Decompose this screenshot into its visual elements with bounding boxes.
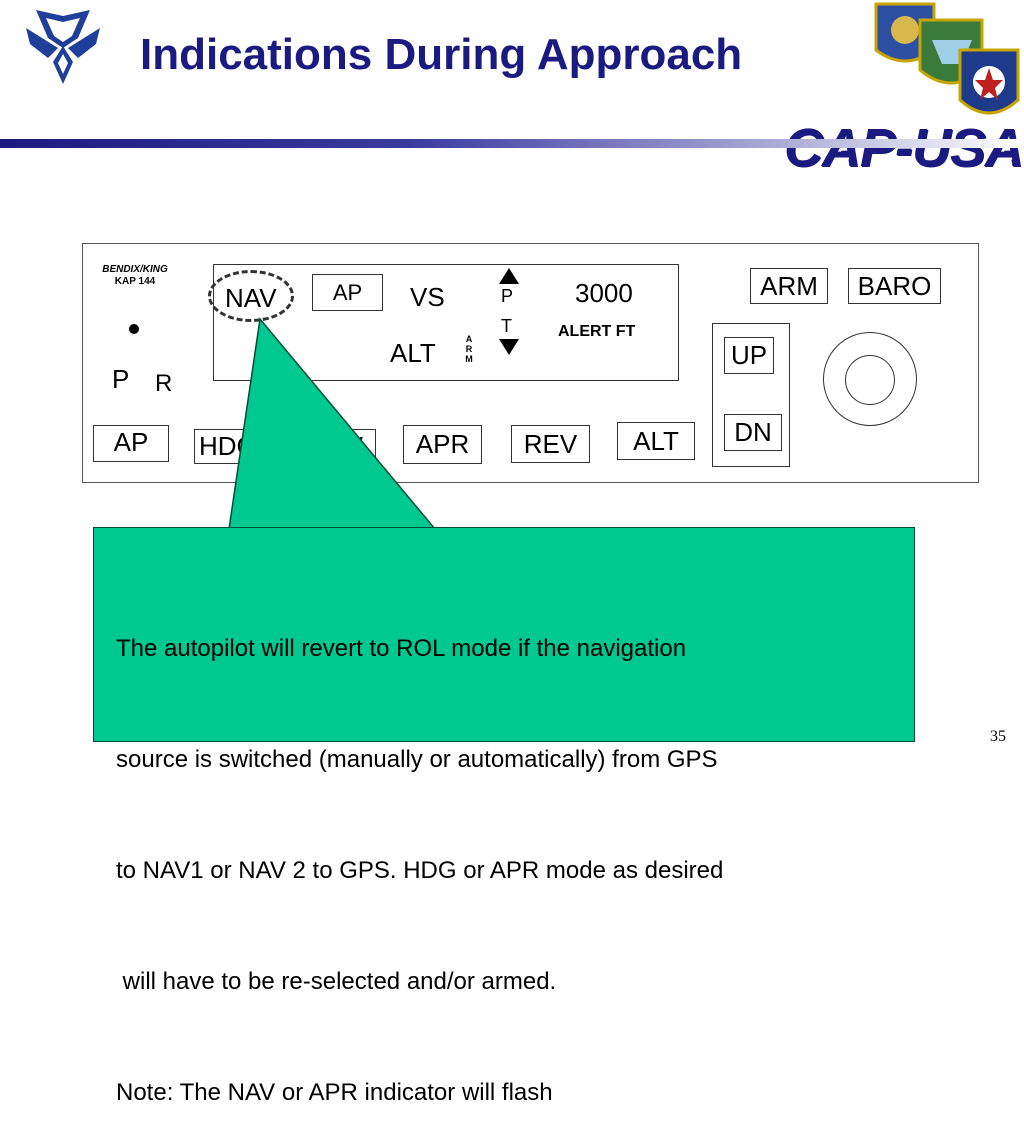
display-vs: VS xyxy=(410,282,445,312)
display-trim-t: T xyxy=(501,316,512,336)
display-ap: AP xyxy=(312,274,383,311)
up-down-rocker xyxy=(712,323,790,467)
display-alt: ALT xyxy=(390,338,436,368)
baro-button[interactable]: BARO xyxy=(848,268,941,304)
alt-button[interactable]: ALT xyxy=(617,422,695,460)
display-alert-value: 3000 xyxy=(575,278,633,308)
air-force-wings-icon xyxy=(26,10,100,84)
callout-pointer xyxy=(228,317,437,530)
label-r: R xyxy=(155,370,173,397)
page-number: 35 xyxy=(990,728,1006,745)
cap-usaf-logo: CAP-USAF xyxy=(785,119,1024,179)
panel-brand-label: BENDIX/KING KAP 144 xyxy=(90,264,180,288)
callout-line: to NAV1 or NAV 2 to GPS. HDG or APR mode… xyxy=(116,857,724,884)
callout-line: will have to be re-selected and/or armed… xyxy=(116,968,557,995)
rev-button[interactable]: REV xyxy=(511,425,590,463)
trim-up-arrow-icon xyxy=(499,268,519,284)
trim-down-arrow-icon xyxy=(499,339,519,355)
display-alert-label: ALERT FT xyxy=(558,323,636,340)
callout-text: The autopilot will revert to ROL mode if… xyxy=(116,556,723,1148)
display-nav: NAV xyxy=(225,283,277,313)
command-emblems-icon xyxy=(874,2,1020,115)
up-button[interactable]: UP xyxy=(724,337,774,374)
callout-line: The autopilot will revert to ROL mode if… xyxy=(116,635,687,662)
photocell-dot xyxy=(129,324,139,334)
dn-button[interactable]: DN xyxy=(724,414,782,451)
callout-line: Note: The NAV or APR indicator will flas… xyxy=(116,1079,553,1106)
callout-line: source is switched (manually or automati… xyxy=(116,746,718,773)
title-divider xyxy=(0,139,1024,148)
brand-model: KAP 144 xyxy=(114,276,156,287)
display-arm-vertical: ARM xyxy=(465,334,473,364)
slide-title: Indications During Approach xyxy=(140,30,743,79)
callout-box xyxy=(93,527,915,742)
apr-button[interactable]: APR xyxy=(403,425,482,464)
altitude-knob[interactable] xyxy=(823,332,917,426)
altitude-knob-inner xyxy=(845,355,895,405)
nav-highlight-oval xyxy=(208,270,294,322)
display-trim-p: P xyxy=(501,286,514,306)
arm-button[interactable]: ARM xyxy=(750,268,828,304)
label-p: P xyxy=(112,364,130,394)
ap-button[interactable]: AP xyxy=(93,425,169,462)
brand-name: BENDIX/KING xyxy=(102,264,168,275)
mode-display xyxy=(213,264,679,381)
